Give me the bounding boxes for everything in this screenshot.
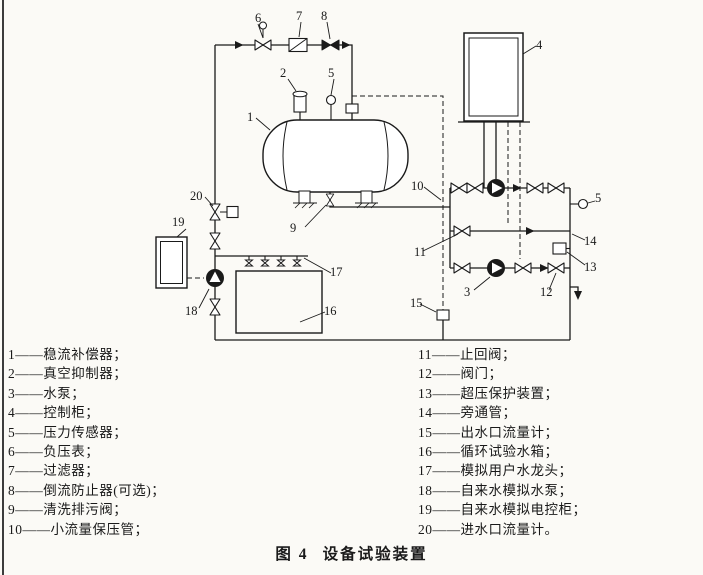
shutoff-valve-12 bbox=[547, 262, 565, 274]
legend-item: 11——止回阀； bbox=[418, 347, 516, 362]
vacuum-suppressor bbox=[292, 90, 308, 120]
pipe-outlet-branch bbox=[570, 286, 579, 291]
legend-item: 1——稳流补偿器； bbox=[8, 347, 128, 362]
water-pump-2 bbox=[487, 259, 505, 277]
overpressure-protection-device bbox=[552, 242, 570, 255]
legend-item: 20——进水口流量计。 bbox=[418, 521, 559, 537]
legend-left-column: 1——稳流补偿器； 2——真空抑制器； 3——水泵； 4——控制柜； 5——压力… bbox=[8, 345, 165, 539]
flow-arrow bbox=[235, 41, 244, 49]
valve bbox=[450, 182, 468, 194]
pressure-sensor-tank bbox=[325, 94, 337, 120]
valve bbox=[526, 182, 544, 194]
label-11: 11 bbox=[414, 245, 426, 259]
legend-item: 10——小流量保压管； bbox=[8, 521, 149, 537]
legend-item: 6——负压表； bbox=[8, 444, 100, 460]
pressure-sensor-outlet bbox=[570, 198, 589, 210]
label-7: 7 bbox=[296, 9, 302, 23]
legend-item: 17——模拟用户水龙头； bbox=[418, 463, 573, 479]
dashed-lines bbox=[187, 95, 521, 310]
valve bbox=[209, 298, 221, 316]
label-15: 15 bbox=[410, 296, 423, 310]
figure-caption: 图 4 设备试验装置 bbox=[0, 542, 703, 564]
label-18: 18 bbox=[185, 304, 198, 318]
label-1: 1 bbox=[247, 110, 253, 124]
legend-item: 15——出水口流量计； bbox=[418, 424, 559, 440]
legend-item: 16——循环试验水箱； bbox=[418, 444, 559, 460]
label-20: 20 bbox=[190, 189, 203, 203]
label-3: 3 bbox=[464, 285, 470, 299]
page-edge-line bbox=[2, 0, 4, 575]
component-number-labels: 1 2 3 4 5 5 6 7 8 9 10 11 12 13 14 15 16… bbox=[172, 9, 601, 318]
valve bbox=[514, 262, 532, 274]
legend-item: 4——控制柜； bbox=[8, 405, 100, 421]
figure-number: 图 4 bbox=[275, 546, 309, 563]
water-pump-1 bbox=[487, 179, 505, 197]
outlet-down-arrow bbox=[574, 291, 582, 300]
tap-water-control-cabinet bbox=[155, 236, 188, 289]
legend-item: 13——超压保护装置； bbox=[418, 385, 559, 401]
steady-flow-compensator-tank bbox=[262, 119, 409, 193]
equipment-test-rig-diagram: 1 2 3 4 5 5 6 7 8 9 10 11 12 13 14 15 16… bbox=[155, 9, 601, 341]
drain-valve bbox=[325, 193, 335, 207]
label-9: 9 bbox=[290, 221, 296, 235]
legend-item: 12——阀门； bbox=[418, 366, 503, 382]
legend-item: 7——过滤器； bbox=[8, 463, 100, 479]
valve bbox=[209, 232, 221, 250]
label-19: 19 bbox=[172, 215, 185, 229]
figure-title: 设备试验装置 bbox=[322, 546, 428, 563]
tap-water-simulation-pump bbox=[206, 269, 224, 287]
valve bbox=[547, 182, 565, 194]
label-leader-lines bbox=[176, 21, 596, 323]
legend-item: 18——自来水模拟水泵； bbox=[418, 482, 573, 498]
tank-inlet-fitting bbox=[345, 103, 359, 114]
label-16: 16 bbox=[324, 304, 337, 318]
outlet-flow-meter bbox=[436, 309, 450, 321]
label-4: 4 bbox=[536, 38, 543, 52]
valve bbox=[453, 262, 471, 274]
legend-item: 19——自来水模拟电控柜； bbox=[418, 502, 587, 518]
label-10: 10 bbox=[411, 179, 424, 193]
flow-arrow bbox=[526, 227, 535, 235]
legend-item: 9——清洗排污阀； bbox=[8, 502, 128, 518]
legend-item: 14——旁通管； bbox=[418, 405, 517, 421]
label-13: 13 bbox=[584, 260, 597, 274]
label-5a: 5 bbox=[328, 66, 334, 80]
flow-arrow bbox=[540, 264, 549, 272]
filter bbox=[288, 37, 308, 53]
small-flow-pressure-holding-pipe bbox=[352, 95, 444, 310]
label-8: 8 bbox=[321, 9, 327, 23]
legend-item: 2——真空抑制器； bbox=[8, 366, 128, 382]
valve bbox=[466, 182, 484, 194]
label-17: 17 bbox=[330, 265, 343, 279]
label-14: 14 bbox=[584, 234, 597, 248]
legend-item: 3——水泵； bbox=[8, 385, 86, 401]
circulation-test-tank bbox=[235, 270, 323, 334]
simulated-faucet bbox=[292, 255, 302, 267]
backflow-preventer bbox=[321, 39, 340, 51]
label-2: 2 bbox=[280, 66, 286, 80]
label-12: 12 bbox=[540, 285, 553, 299]
simulated-faucet bbox=[260, 255, 270, 267]
tank-supports bbox=[293, 190, 378, 209]
inlet-flow-meter bbox=[209, 203, 239, 221]
simulated-faucet bbox=[276, 255, 286, 267]
legend-item: 5——压力传感器； bbox=[8, 424, 128, 440]
label-6: 6 bbox=[255, 11, 261, 25]
legend-item: 8——倒流防止器(可选)； bbox=[8, 482, 166, 498]
control-cabinet bbox=[458, 32, 530, 123]
legend-right-column: 11——止回阀； 12——阀门； 13——超压保护装置； 14——旁通管； 15… bbox=[418, 345, 587, 539]
negative-pressure-gauge bbox=[254, 21, 272, 51]
flow-arrow bbox=[342, 41, 351, 49]
label-5b: 5 bbox=[595, 191, 601, 205]
pipe-tank-outlet bbox=[329, 192, 450, 208]
simulated-faucet bbox=[244, 255, 254, 267]
